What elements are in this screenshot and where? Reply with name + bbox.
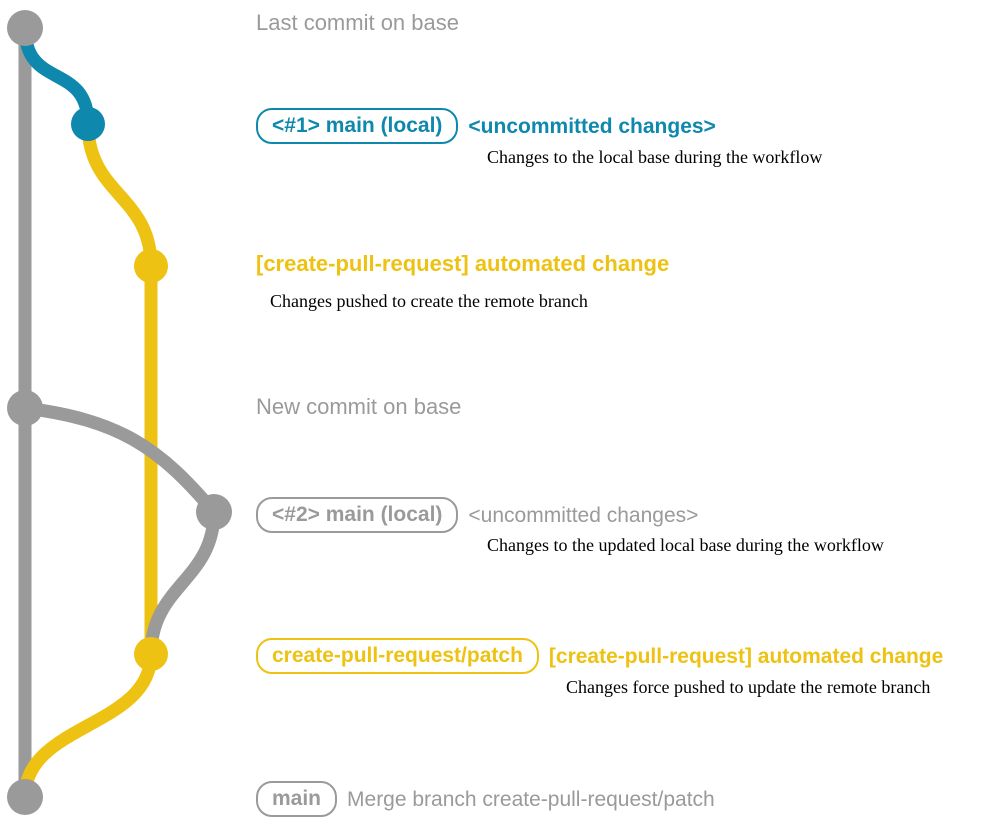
commit-row-main-local-1: <#1> main (local) <uncommitted changes> — [256, 108, 716, 144]
commit-row-automated-change-2: create-pull-request/patch [create-pull-r… — [256, 638, 943, 674]
commit-note-automated-change-1: Changes pushed to create the remote bran… — [270, 291, 588, 311]
commit-row-automated-change-1: [create-pull-request] automated change — [256, 253, 669, 275]
commit-node-automated-change-1[interactable] — [134, 249, 168, 283]
commit-node-last-commit-on-base[interactable] — [7, 10, 43, 46]
commit-subject-main-local-2: <uncommitted changes> — [468, 503, 699, 527]
commit-row-last-commit-on-base: Last commit on base — [256, 12, 459, 34]
commit-headline-new-commit-on-base: New commit on base — [256, 394, 462, 419]
commit-headline: Last commit on base — [256, 10, 459, 35]
commit-headline-automated-change-1: [create-pull-request] automated change — [256, 251, 670, 276]
commit-row-main-local-2: <#2> main (local) <uncommitted changes> — [256, 497, 698, 533]
edge-patch2-to-merge — [18, 647, 158, 804]
edge-local1-to-patch1 — [81, 117, 158, 273]
edge-base2-to-local2 — [18, 401, 221, 519]
edge-base-to-local1 — [18, 21, 95, 131]
commit-row-merge-commit: main Merge branch create-pull-request/pa… — [256, 781, 715, 817]
commit-note-main-local-2: Changes to the updated local base during… — [487, 535, 884, 555]
commit-note-automated-change-2: Changes force pushed to update the remot… — [566, 677, 931, 697]
commit-node-merge-commit[interactable] — [7, 779, 43, 815]
commit-node-main-local-1[interactable] — [71, 107, 105, 141]
commit-row-new-commit-on-base: New commit on base — [256, 396, 461, 418]
branch-badge-main-local-2[interactable]: <#2> main (local) — [256, 497, 459, 533]
commit-node-new-commit-on-base[interactable] — [7, 390, 43, 426]
commit-subject-merge-commit: Merge branch create-pull-request/patch — [347, 787, 715, 811]
commit-note-main-local-1: Changes to the local base during the wor… — [487, 147, 823, 167]
branch-badge-main[interactable]: main — [256, 781, 338, 817]
edge-local2-to-patch2 — [144, 505, 221, 661]
commit-subject-automated-change-2: [create-pull-request] automated change — [548, 644, 944, 668]
commit-subject-main-local-1: <uncommitted changes> — [468, 114, 716, 138]
branch-badge-create-pull-request-patch[interactable]: create-pull-request/patch — [256, 638, 539, 674]
branch-badge-main-local-1[interactable]: <#1> main (local) — [256, 108, 459, 144]
commit-node-main-local-2[interactable] — [196, 494, 232, 530]
commit-node-automated-change-2[interactable] — [134, 637, 168, 671]
